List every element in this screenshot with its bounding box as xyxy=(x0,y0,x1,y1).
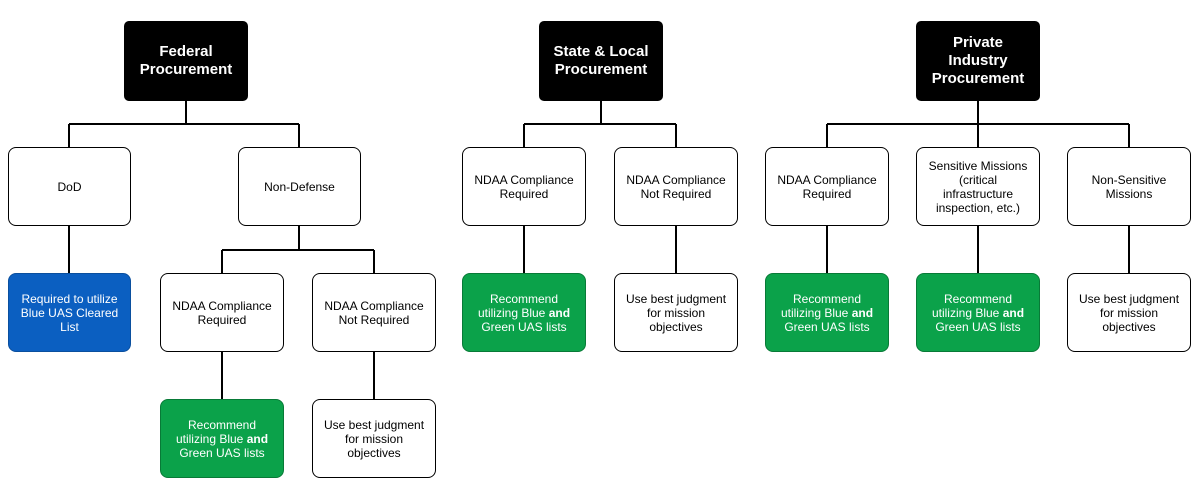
federal-best-judgment-result: Use best judgment for mission objectives xyxy=(312,399,436,478)
dod-label: DoD xyxy=(57,179,82,194)
non-defense-node: Non-Defense xyxy=(238,147,361,226)
dod-blue-uas-result: Required to utilize Blue UAS Cleared Lis… xyxy=(8,273,131,352)
sensitive-missions-node: Sensitive Missions (critical infrastruct… xyxy=(916,147,1040,226)
non-defense-label: Non-Defense xyxy=(264,179,335,194)
federal-title: Federal Procurement xyxy=(139,43,233,78)
state-ndaa-not-required-node: NDAA Compliance Not Required xyxy=(614,147,738,226)
state-best-judgment-result: Use best judgment for mission objectives xyxy=(614,273,738,352)
non-sensitive-missions-label: Non-Sensitive Missions xyxy=(1091,172,1167,201)
federal-ndaa-not-required-label: NDAA Compliance Not Required xyxy=(324,298,424,327)
federal-best-judgment-label: Use best judgment for mission objectives xyxy=(323,417,425,460)
private-title: Private Industry Procurement xyxy=(931,34,1025,87)
dod-result-label: Required to utilize Blue UAS Cleared Lis… xyxy=(20,291,119,334)
federal-ndaa-required-node: NDAA Compliance Required xyxy=(160,273,284,352)
state-recommend-label: Recommend utilizing Blue and Green UAS l… xyxy=(477,291,571,334)
state-title: State & Local Procurement xyxy=(553,43,649,78)
private-ndaa-recommend-label: Recommend utilizing Blue and Green UAS l… xyxy=(780,291,874,334)
non-sensitive-best-judgment-label: Use best judgment for mission objectives xyxy=(1078,291,1180,334)
private-ndaa-recommend-result: Recommend utilizing Blue and Green UAS l… xyxy=(765,273,889,352)
federal-recommend-result: Recommend utilizing Blue and Green UAS l… xyxy=(160,399,284,478)
non-sensitive-best-judgment-result: Use best judgment for mission objectives xyxy=(1067,273,1191,352)
state-best-judgment-label: Use best judgment for mission objectives xyxy=(625,291,727,334)
state-ndaa-not-required-label: NDAA Compliance Not Required xyxy=(626,172,726,201)
private-industry-procurement-header: Private Industry Procurement xyxy=(916,21,1040,101)
state-local-procurement-header: State & Local Procurement xyxy=(539,21,663,101)
state-ndaa-required-label: NDAA Compliance Required xyxy=(474,172,574,201)
private-ndaa-required-label: NDAA Compliance Required xyxy=(777,172,877,201)
sensitive-recommend-result: Recommend utilizing Blue and Green UAS l… xyxy=(916,273,1040,352)
private-ndaa-required-node: NDAA Compliance Required xyxy=(765,147,889,226)
sensitive-missions-label: Sensitive Missions (critical infrastruct… xyxy=(928,158,1028,215)
federal-recommend-label: Recommend utilizing Blue and Green UAS l… xyxy=(175,417,269,460)
federal-ndaa-required-label: NDAA Compliance Required xyxy=(172,298,272,327)
federal-procurement-header: Federal Procurement xyxy=(124,21,248,101)
non-sensitive-missions-node: Non-Sensitive Missions xyxy=(1067,147,1191,226)
dod-node: DoD xyxy=(8,147,131,226)
sensitive-recommend-label: Recommend utilizing Blue and Green UAS l… xyxy=(931,291,1025,334)
federal-ndaa-not-required-node: NDAA Compliance Not Required xyxy=(312,273,436,352)
state-recommend-result: Recommend utilizing Blue and Green UAS l… xyxy=(462,273,586,352)
state-ndaa-required-node: NDAA Compliance Required xyxy=(462,147,586,226)
